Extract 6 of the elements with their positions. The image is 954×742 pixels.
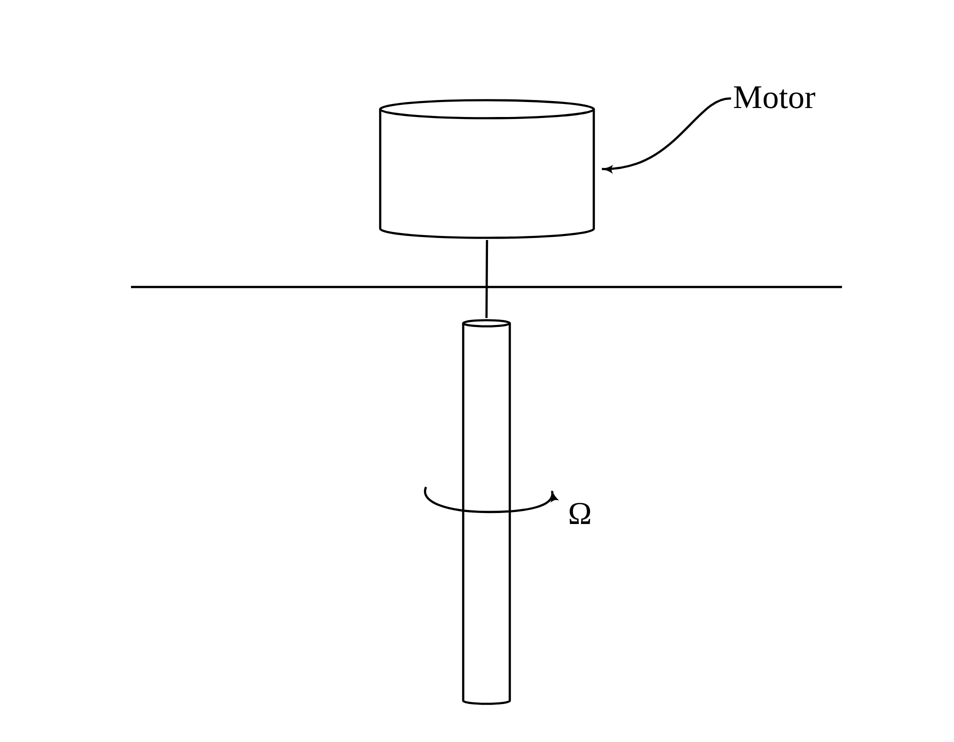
leader-line — [601, 97, 732, 173]
callout-label: Motor — [733, 82, 816, 115]
shaft-line — [485, 240, 488, 318]
omega-label: Ω — [568, 497, 592, 529]
rotating-rod — [461, 318, 512, 706]
motor-cylinder — [378, 98, 596, 240]
